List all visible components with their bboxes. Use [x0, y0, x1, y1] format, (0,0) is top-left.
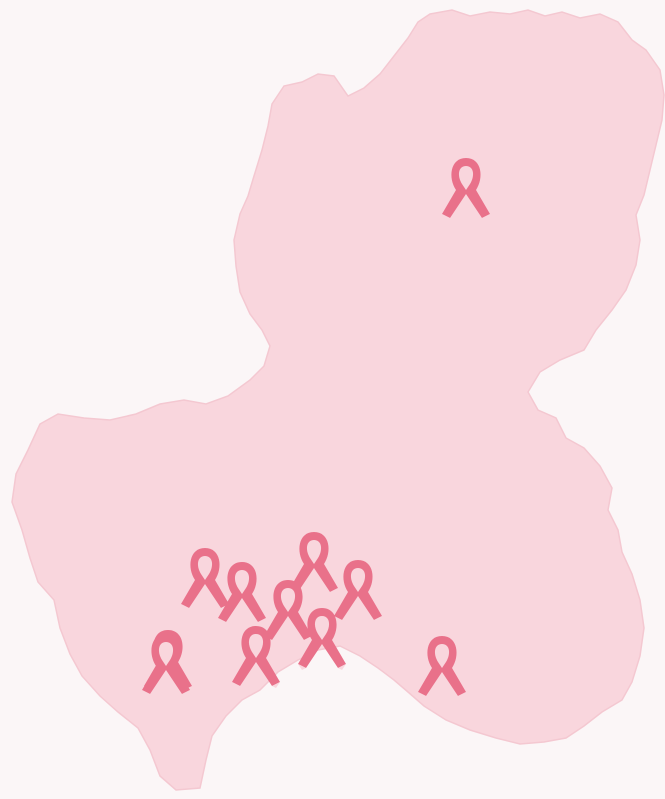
ribbon-marker-icon — [218, 562, 266, 624]
ribbon-marker-icon — [418, 636, 466, 698]
ribbon-marker-icon — [232, 626, 280, 688]
ribbon-marker-icon — [442, 158, 490, 220]
ribbon-marker-icon — [142, 634, 190, 696]
ribbon-marker-icon — [298, 608, 346, 670]
prefecture-region — [11, 9, 665, 791]
ribbon-marker-icon — [334, 560, 382, 622]
